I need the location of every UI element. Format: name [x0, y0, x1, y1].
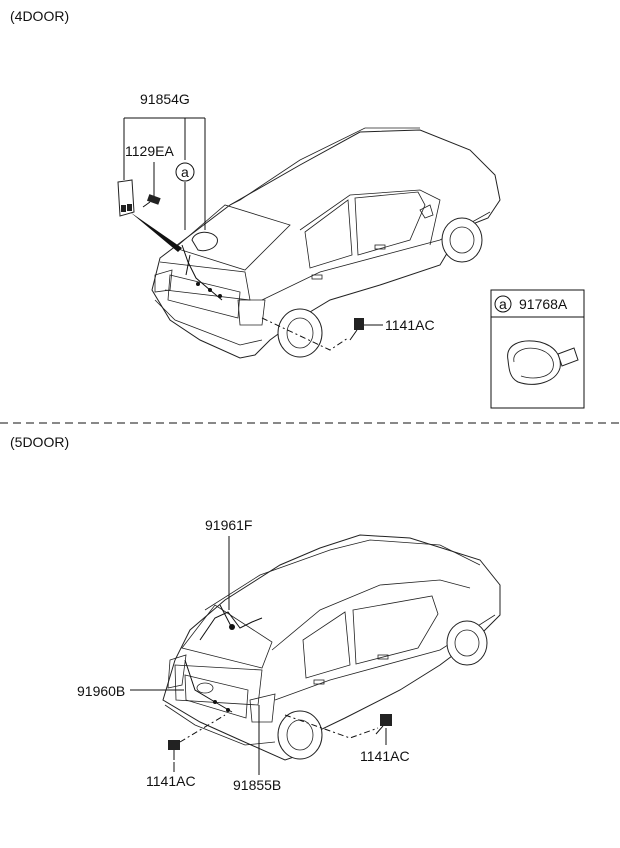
callout-a-box-letter: a: [499, 296, 507, 312]
sedan-car-illustration: [151, 127, 501, 359]
dashed-pointer-line: [261, 317, 349, 351]
part-label-91768A: 91768A: [519, 296, 568, 312]
dashed-pointer-line: [179, 714, 226, 743]
callout-circle-a: [175, 162, 195, 182]
hatchback-car-illustration: [162, 534, 501, 761]
part-label-91960B: 91960B: [77, 683, 125, 699]
bolt-icon: [349, 318, 364, 341]
part-label-1141AC-5door-right: 1141AC: [360, 748, 410, 764]
dashed-pointer-line: [284, 714, 379, 739]
leader-arrow: [130, 212, 182, 252]
part-label-1129EA: 1129EA: [125, 143, 174, 159]
part-label-91855B: 91855B: [233, 777, 281, 793]
grommet-part-icon: [507, 340, 579, 385]
leader-lines-91854G: [123, 117, 206, 230]
part-label-1141AC-5door-left: 1141AC: [146, 773, 196, 789]
part-label-91961F: 91961F: [205, 517, 252, 533]
bolt-icon: [375, 714, 392, 735]
bolt-icon: [168, 740, 180, 760]
detail-box-91768A: a 91768A: [490, 289, 585, 409]
bolt-icon: [142, 194, 161, 208]
bracket-part-icon: [117, 179, 135, 217]
section-title-4door: (4DOOR): [10, 8, 69, 24]
part-label-91854G: 91854G: [140, 91, 190, 107]
part-label-1141AC-4door: 1141AC: [385, 317, 435, 333]
section-title-5door: (5DOOR): [10, 434, 69, 450]
callout-a-letter: a: [181, 164, 189, 180]
